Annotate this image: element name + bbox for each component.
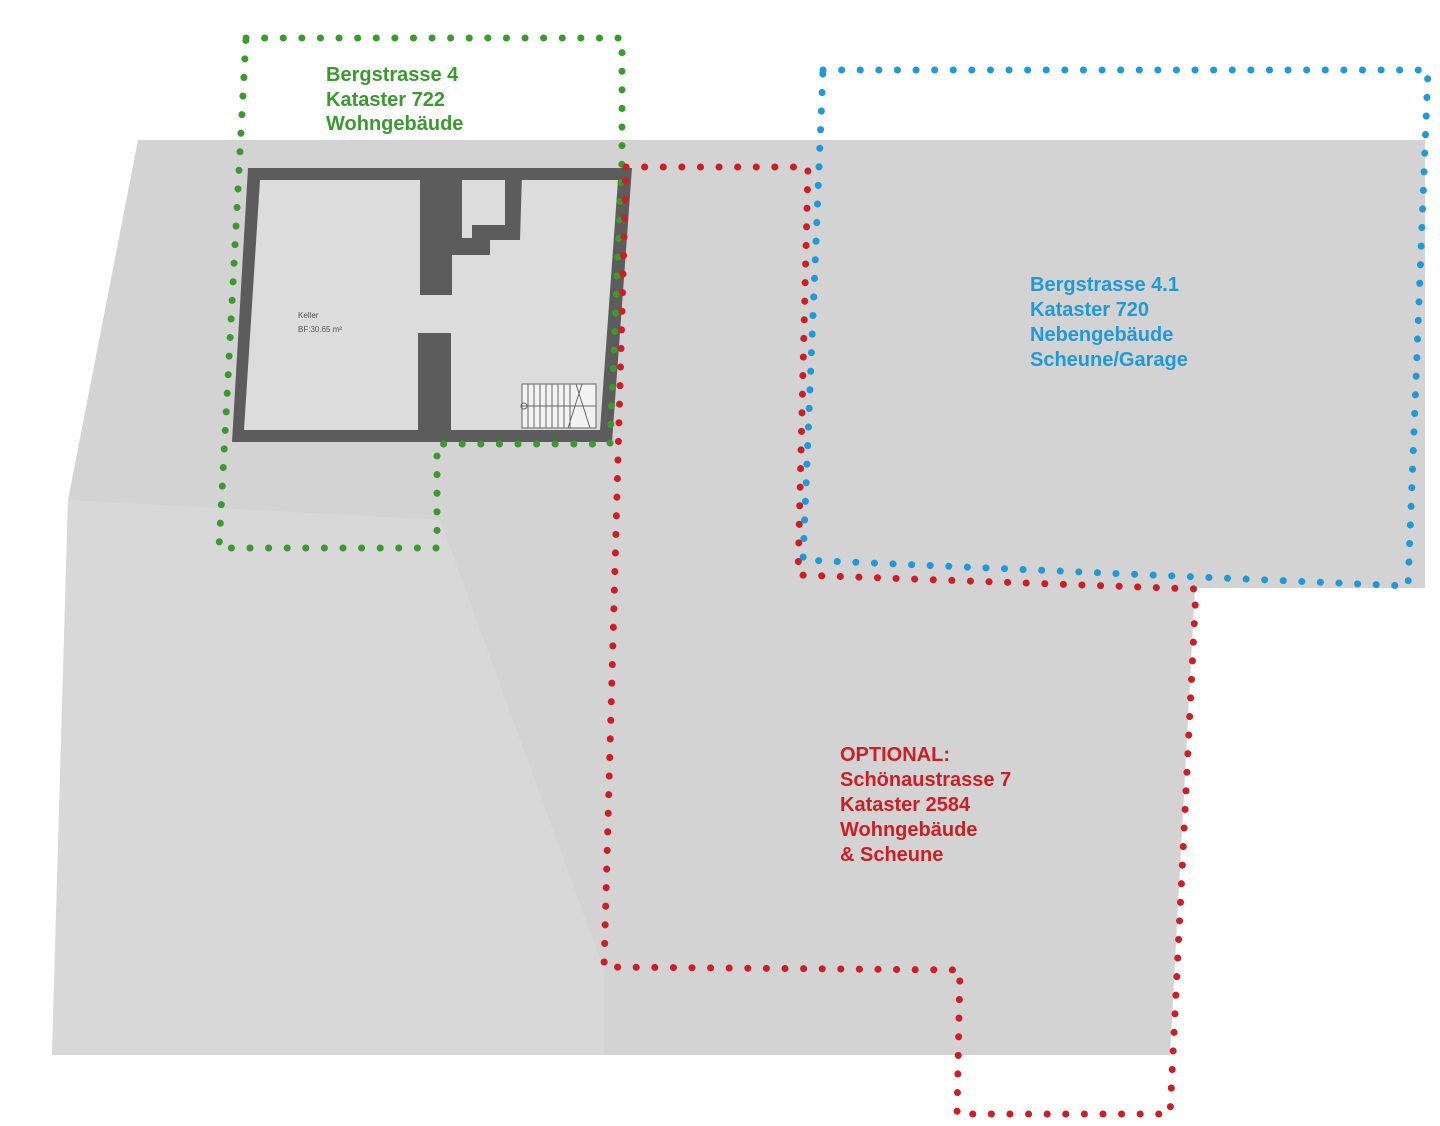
parcel-outlines xyxy=(215,34,1432,1118)
label-red-line-5: & Scheune xyxy=(840,844,943,866)
label-green-line-3: Wohngebäude xyxy=(326,113,463,135)
label-green: Bergstrasse 4 Kataster 722 Wohngebäude xyxy=(326,64,463,135)
label-blue-line-3: Nebengebäude xyxy=(1030,324,1173,346)
building-floorplan: Keller BF:30.65 m² xyxy=(232,168,632,442)
partition-wall-lower xyxy=(418,333,451,433)
label-blue-line-2: Kataster 720 xyxy=(1030,299,1149,321)
chimney-shaft xyxy=(450,175,522,255)
parcel-outline-red xyxy=(600,163,1200,1118)
label-blue-line-1: Bergstrasse 4.1 xyxy=(1030,274,1179,296)
staircase xyxy=(520,383,597,429)
label-red: OPTIONAL: Schönaustrasse 7 Kataster 2584… xyxy=(840,744,1011,866)
label-blue: Bergstrasse 4.1 Kataster 720 Nebengebäud… xyxy=(1030,274,1188,371)
label-red-line-1: OPTIONAL: xyxy=(840,744,950,766)
room-area-label: BF:30.65 m² xyxy=(298,325,342,334)
label-green-line-1: Bergstrasse 4 xyxy=(326,64,459,86)
partition-wall-upper xyxy=(420,175,452,295)
label-green-line-2: Kataster 722 xyxy=(326,89,445,111)
label-red-line-4: Wohngebäude xyxy=(840,819,977,841)
label-red-line-2: Schönaustrasse 7 xyxy=(840,769,1011,791)
room-name-label: Keller xyxy=(298,311,319,320)
building-interior xyxy=(244,180,618,430)
label-blue-line-4: Scheune/Garage xyxy=(1030,349,1188,371)
ground-wedge xyxy=(52,500,604,1055)
label-red-line-3: Kataster 2584 xyxy=(840,794,971,816)
